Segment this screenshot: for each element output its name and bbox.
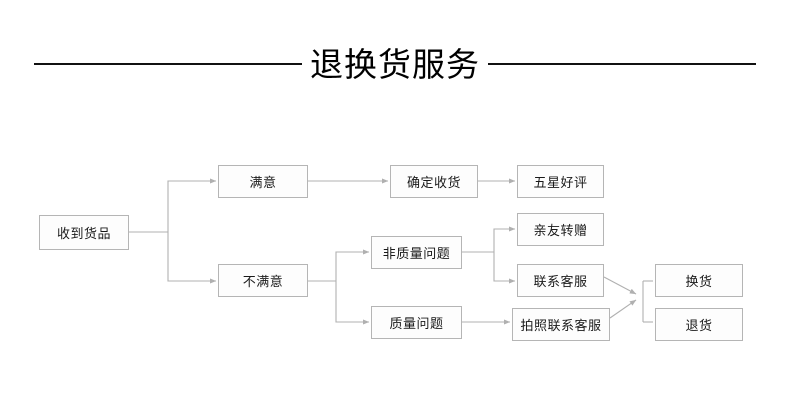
node-photo-contact-support-label: 拍照联系客服 <box>520 319 602 334</box>
node-exchange[interactable]: 换货 <box>655 264 743 297</box>
node-unsatisfied-label: 不满意 <box>242 275 284 290</box>
edge-receive-satisfied <box>167 178 217 232</box>
edge-unsatisfied-quality <box>335 281 370 325</box>
node-confirm-receipt-label: 确定收货 <box>406 176 461 191</box>
node-non-quality-issue-label: 非质量问题 <box>382 247 451 262</box>
edge-receive-unsatisfied <box>167 232 217 284</box>
page-title: 退换货服务 <box>310 44 480 84</box>
node-quality-issue[interactable]: 质量问题 <box>371 306 462 339</box>
node-satisfied-label: 满意 <box>249 176 277 191</box>
node-refund-label: 退货 <box>685 319 713 334</box>
title-rule-right <box>488 63 756 65</box>
node-gift-to-friends-label: 亲友转赠 <box>533 224 588 239</box>
node-gift-to-friends[interactable]: 亲友转赠 <box>517 213 604 246</box>
node-receive[interactable]: 收到货品 <box>39 215 129 250</box>
node-receive-label: 收到货品 <box>56 227 111 242</box>
node-confirm-receipt[interactable]: 确定收货 <box>390 165 478 198</box>
edge-nonquality-gift <box>493 226 516 252</box>
node-photo-contact-support[interactable]: 拍照联系客服 <box>512 308 610 341</box>
node-refund[interactable]: 退货 <box>655 308 743 341</box>
title-rule-left <box>34 63 302 65</box>
edge-photocontact-merge <box>609 299 637 319</box>
node-non-quality-issue[interactable]: 非质量问题 <box>371 236 462 269</box>
node-exchange-label: 换货 <box>685 275 713 290</box>
node-five-star-review-label: 五星好评 <box>533 176 588 191</box>
edge-contact-merge <box>603 276 637 295</box>
node-five-star-review[interactable]: 五星好评 <box>517 165 604 198</box>
edge-nonquality-contact <box>493 252 516 284</box>
node-quality-issue-label: 质量问题 <box>389 317 444 332</box>
node-satisfied[interactable]: 满意 <box>218 165 308 198</box>
node-contact-support[interactable]: 联系客服 <box>517 264 604 297</box>
page-title-bar: 退换货服务 <box>0 34 790 94</box>
node-contact-support-label: 联系客服 <box>533 275 588 290</box>
node-unsatisfied[interactable]: 不满意 <box>218 264 308 297</box>
edge-unsatisfied-nonquality <box>335 249 370 281</box>
